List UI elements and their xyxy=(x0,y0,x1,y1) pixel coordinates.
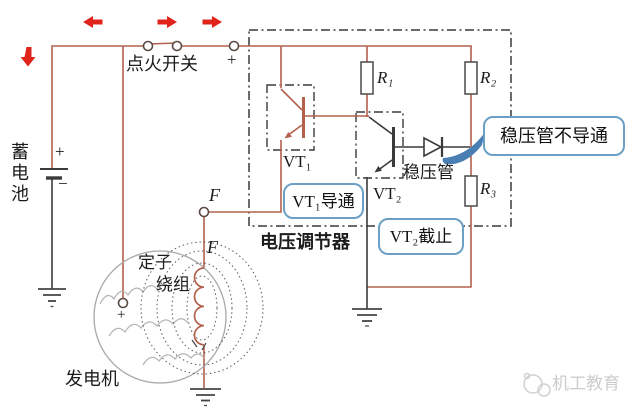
emitter-arrow xyxy=(284,132,292,139)
ground-symbol-vt2 xyxy=(352,308,382,327)
battery-symbol xyxy=(40,168,68,180)
battery-plus-sign: + xyxy=(55,142,65,161)
bus-plus-terminal xyxy=(228,40,240,52)
vt2-label: VT₂ xyxy=(373,184,402,203)
switch-terminal xyxy=(142,40,154,52)
f-terminal xyxy=(198,206,210,218)
f-field-label: F xyxy=(207,237,218,257)
generator-plus-terminal xyxy=(117,297,129,309)
f-terminal-label: F xyxy=(209,185,220,205)
ground-symbol-field xyxy=(190,388,221,407)
r1-label: R₁ xyxy=(377,68,394,87)
stator-label-line1: 定子 xyxy=(138,253,172,272)
generator-plus-sign: + xyxy=(117,307,126,323)
flux-direction-ticks xyxy=(191,339,207,351)
watermark-logo-icon xyxy=(523,372,551,397)
vt2-dashed-box xyxy=(355,111,404,179)
field-winding-coil xyxy=(193,267,205,346)
battery-label: 蓄电池 xyxy=(9,142,29,205)
resistor-r2 xyxy=(464,61,478,95)
generator-housing xyxy=(93,250,227,384)
bus-plus-sign: + xyxy=(227,50,237,69)
terminal-circles xyxy=(117,40,240,309)
stator-winding-curves xyxy=(99,283,205,366)
r3-label: R₃ xyxy=(480,179,497,198)
current-flow-arrows xyxy=(20,16,222,67)
ignition-switch-label: 点火开关 xyxy=(126,54,198,74)
zener-diode-symbol xyxy=(423,136,444,158)
magnetic-flux-ellipses xyxy=(140,241,264,375)
generator-label: 发电机 xyxy=(65,369,119,389)
zener-label: 稳压管 xyxy=(403,163,454,182)
callout-pointer-swoosh xyxy=(442,132,485,165)
emitter-arrow xyxy=(374,166,382,173)
switch-terminal xyxy=(171,40,183,52)
battery-minus-sign: − xyxy=(58,174,68,193)
resistor-r1 xyxy=(360,61,374,95)
arrow-left-icon xyxy=(83,16,103,28)
arrow-right-icon xyxy=(202,16,222,28)
r2-label: R₂ xyxy=(480,68,497,87)
transistor-vt2 xyxy=(368,116,395,173)
callout-vt1-on: VT₁导通 xyxy=(283,183,364,219)
arrow-right-icon xyxy=(157,16,177,28)
transistor-vt1 xyxy=(280,88,305,139)
arrow-down-icon xyxy=(20,47,36,67)
vt1-dashed-box xyxy=(266,84,315,151)
stator-label-line2: 绕组 xyxy=(156,275,190,294)
generator-symbol xyxy=(93,241,264,384)
watermark-text: 机工教育 xyxy=(552,374,620,393)
callout-vt2-off: VT₂截止 xyxy=(378,218,464,255)
red-wires xyxy=(51,42,472,388)
regulator-label: 电压调节器 xyxy=(260,232,350,252)
resistor-r3 xyxy=(464,175,478,207)
callout-zener-off: 稳压管不导通 xyxy=(483,116,625,156)
vt1-label: VT₁ xyxy=(283,152,312,171)
black-wires xyxy=(51,146,470,309)
ground-symbol-battery xyxy=(38,288,66,308)
